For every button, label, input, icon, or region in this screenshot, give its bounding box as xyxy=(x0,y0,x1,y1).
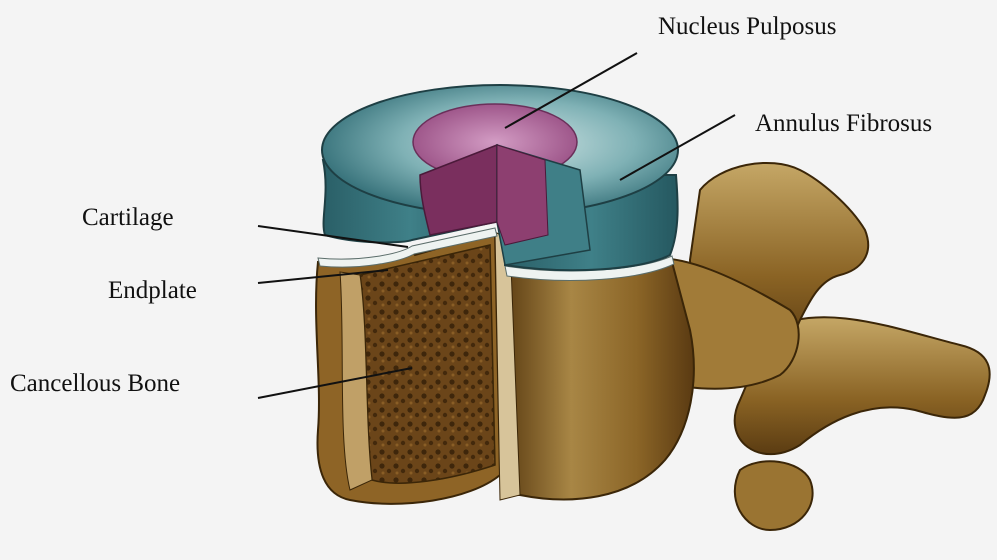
cancellous-bone-region xyxy=(360,245,495,483)
label-annulus-fibrosus: Annulus Fibrosus xyxy=(755,111,932,136)
vertebral-body xyxy=(505,262,694,499)
label-cartilage: Cartilage xyxy=(82,205,174,230)
nucleus-cut-face-2 xyxy=(497,145,548,245)
label-endplate: Endplate xyxy=(108,278,197,303)
label-nucleus-pulposus: Nucleus Pulposus xyxy=(658,14,836,39)
inferior-articular-process xyxy=(735,461,813,530)
label-cancellous-bone: Cancellous Bone xyxy=(10,371,180,396)
